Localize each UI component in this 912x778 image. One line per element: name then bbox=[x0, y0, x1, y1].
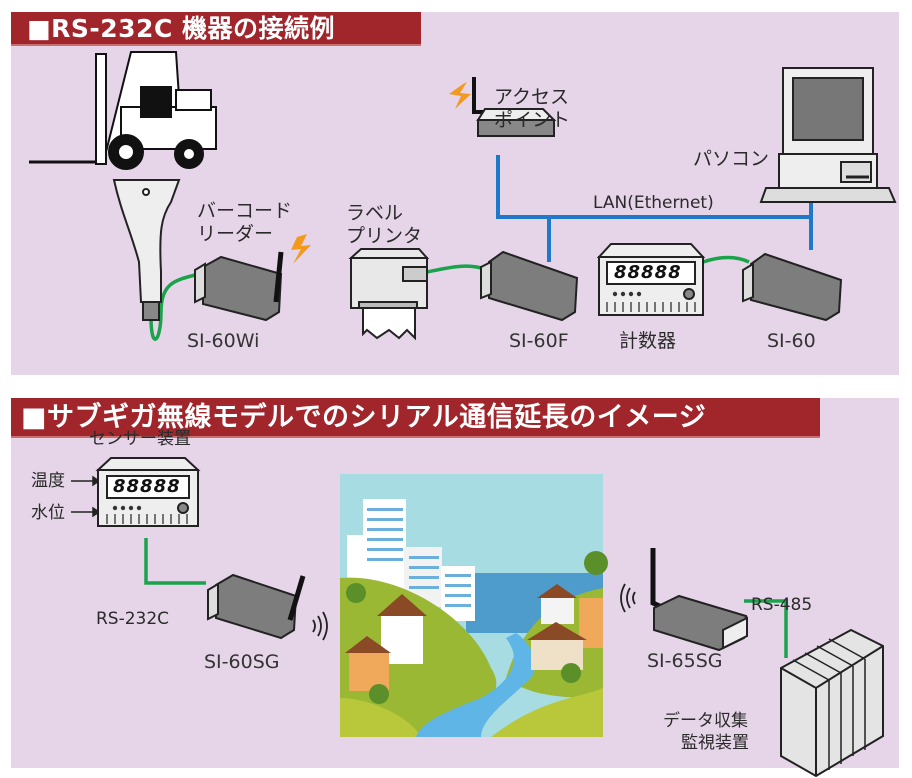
model-label-si60: SI-60 bbox=[767, 330, 816, 352]
connection-diagram-art bbox=[29, 51, 897, 341]
lightning-icon bbox=[449, 82, 471, 109]
si60sg-device-icon bbox=[207, 573, 306, 640]
serial-cables bbox=[144, 538, 788, 658]
radio-waves-icon bbox=[312, 611, 328, 641]
subgiga-wireless-panel: ■サブギガ無線モデルでのシリアル通信延長のイメージ bbox=[11, 398, 899, 778]
label-pc: パソコン bbox=[693, 148, 770, 170]
label-rs485: RS-485 bbox=[751, 595, 813, 615]
label-sensor-device: センサー装置 bbox=[89, 429, 191, 449]
counter-display-readout: 88888 bbox=[614, 262, 682, 283]
cable-printer bbox=[426, 264, 482, 274]
si60-device-icon bbox=[742, 252, 843, 322]
forklift-icon bbox=[29, 51, 217, 170]
input-arrows bbox=[71, 475, 101, 518]
model-label-si60f: SI-60F bbox=[509, 330, 569, 352]
label-label-printer-line1: ラベル bbox=[346, 202, 404, 224]
label-monitor-system-line1: データ収集 bbox=[663, 711, 748, 731]
si60wi-device-icon bbox=[194, 251, 284, 322]
wireless-extension-art bbox=[71, 457, 884, 778]
label-barcode-reader-line2: リーダー bbox=[197, 223, 274, 245]
label-access-point-line1: アクセス bbox=[494, 86, 570, 108]
cable-barcode bbox=[149, 272, 200, 341]
label-rs232c: RS-232C bbox=[96, 609, 170, 629]
landscape-illustration bbox=[340, 474, 608, 737]
counter-device-icon bbox=[596, 243, 706, 316]
pc-icon bbox=[759, 67, 897, 203]
label-temperature: 温度 bbox=[31, 471, 65, 491]
radio-waves-icon bbox=[620, 583, 636, 613]
lan-cables bbox=[496, 155, 813, 262]
monitoring-system-icon bbox=[780, 628, 884, 778]
cable-rs232c bbox=[144, 538, 206, 585]
si60f-device-icon bbox=[480, 250, 579, 322]
label-water-level: 水位 bbox=[31, 503, 65, 523]
label-monitor-system-line2: 監視装置 bbox=[681, 733, 749, 753]
si65sg-device-icon bbox=[650, 548, 748, 652]
model-label-si65sg: SI-65SG bbox=[647, 650, 723, 672]
label-printer-icon bbox=[348, 248, 430, 341]
model-label-si60wi: SI-60Wi bbox=[187, 330, 260, 352]
section-title-rs232c: ■RS-232C 機器の接続例 bbox=[11, 12, 421, 46]
section-title-subgiga: ■サブギガ無線モデルでのシリアル通信延長のイメージ bbox=[11, 398, 820, 438]
label-access-point-line2: ポイント bbox=[494, 109, 571, 131]
sensor-device-icon bbox=[95, 457, 201, 527]
cable-rs485 bbox=[744, 599, 788, 658]
label-lan: LAN(Ethernet) bbox=[593, 193, 714, 213]
barcode-reader-icon bbox=[112, 179, 181, 321]
lightning-icon bbox=[291, 234, 311, 264]
model-label-si60sg: SI-60SG bbox=[204, 651, 280, 673]
access-point-icon bbox=[472, 77, 557, 137]
cable-counter bbox=[702, 255, 750, 264]
label-barcode-reader-line1: バーコード bbox=[197, 200, 293, 222]
label-label-printer-line2: プリンタ bbox=[346, 225, 423, 247]
lan-backbone bbox=[496, 155, 813, 250]
serial-cables bbox=[149, 255, 750, 341]
sensor-display-readout: 88888 bbox=[113, 476, 181, 497]
label-counter: 計数器 bbox=[619, 330, 677, 352]
connection-example-panel: ■RS-232C 機器の接続例 bbox=[11, 12, 899, 375]
